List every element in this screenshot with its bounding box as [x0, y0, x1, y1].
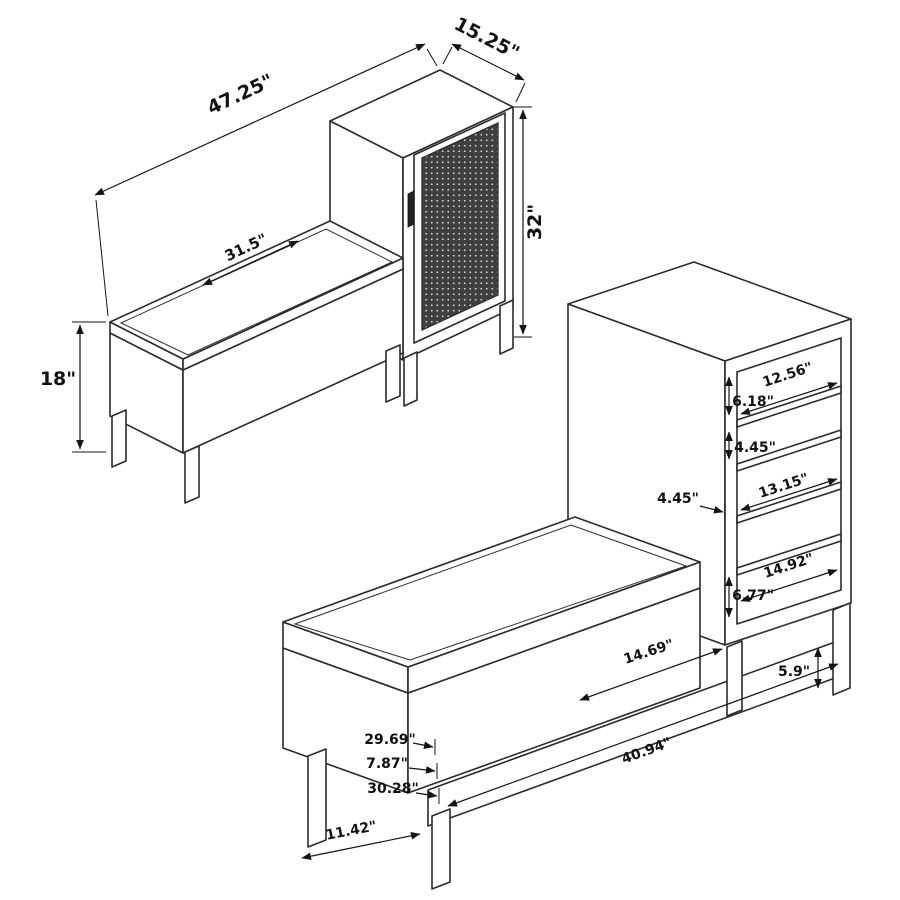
- ext-line: [426, 48, 438, 67]
- dim-line-seat-width: [202, 240, 299, 286]
- dim-cabinet-height: 32": [524, 204, 546, 240]
- mesh-door: [421, 121, 499, 332]
- dim-gap-1: 6.18": [732, 394, 774, 410]
- dim-line-overall-width: [94, 43, 426, 196]
- ext-line: [515, 82, 526, 103]
- tower-leg-right: [832, 602, 851, 696]
- cushion-top: [282, 516, 701, 668]
- dim-leader-callout-c: [415, 790, 438, 799]
- dim-callout-b: 7.87": [366, 756, 408, 772]
- tower-leg-left: [726, 640, 743, 717]
- bench-leg-left: [307, 748, 327, 848]
- dim-leader-callout-a: [412, 741, 434, 749]
- dim-line-inner-width-mid: [740, 478, 838, 511]
- figure-bottom-right: 12.56" 6.18" 4.45" 13.15" 4.45" 14.92" 6…: [282, 261, 852, 890]
- dim-overall-width: 47.25": [204, 70, 277, 120]
- dim-line-rail-length: [447, 663, 839, 807]
- dim-bench-height: 18": [40, 368, 76, 390]
- shelf-2: [736, 429, 842, 472]
- ext-line: [95, 199, 109, 317]
- dim-line-leg-spacing: [301, 832, 421, 860]
- cabinet-leg-front-left: [403, 351, 418, 407]
- ext-line: [442, 46, 453, 65]
- dim-line-inner-width-low: [740, 569, 838, 602]
- dim-seat-gap: 4.45": [657, 491, 699, 507]
- bench-leg-back-left: [111, 409, 127, 468]
- dim-cabinet-depth: 15.25": [451, 13, 523, 64]
- dim-leader-seat-gap: [699, 505, 724, 514]
- dim-line-inner-width-top: [740, 382, 838, 415]
- figure-top-left: 47.25" 15.25" 32" 31.5" 18": [40, 13, 546, 504]
- dim-callout-a: 29.69": [364, 732, 416, 748]
- cushion-stitch-line: [293, 524, 688, 661]
- bench: [109, 220, 404, 504]
- dim-leg-height: 5.9": [778, 664, 810, 680]
- dim-line-cabinet-depth: [451, 43, 525, 81]
- cabinet-leg-front-right: [499, 299, 514, 355]
- bench-leg-front-left: [184, 445, 200, 504]
- door-handle: [407, 190, 415, 228]
- dim-gap-2: 4.45": [734, 440, 776, 456]
- shelf-4: [736, 533, 842, 576]
- dim-leader-callout-b: [408, 766, 436, 774]
- dim-leg-spacing: 11.42": [324, 818, 378, 844]
- dim-gap-3: 6.77": [732, 588, 774, 604]
- bench-leg-front-right: [385, 344, 401, 403]
- bench-leg-mid: [431, 808, 451, 890]
- dim-callout-c: 30.28": [367, 781, 419, 797]
